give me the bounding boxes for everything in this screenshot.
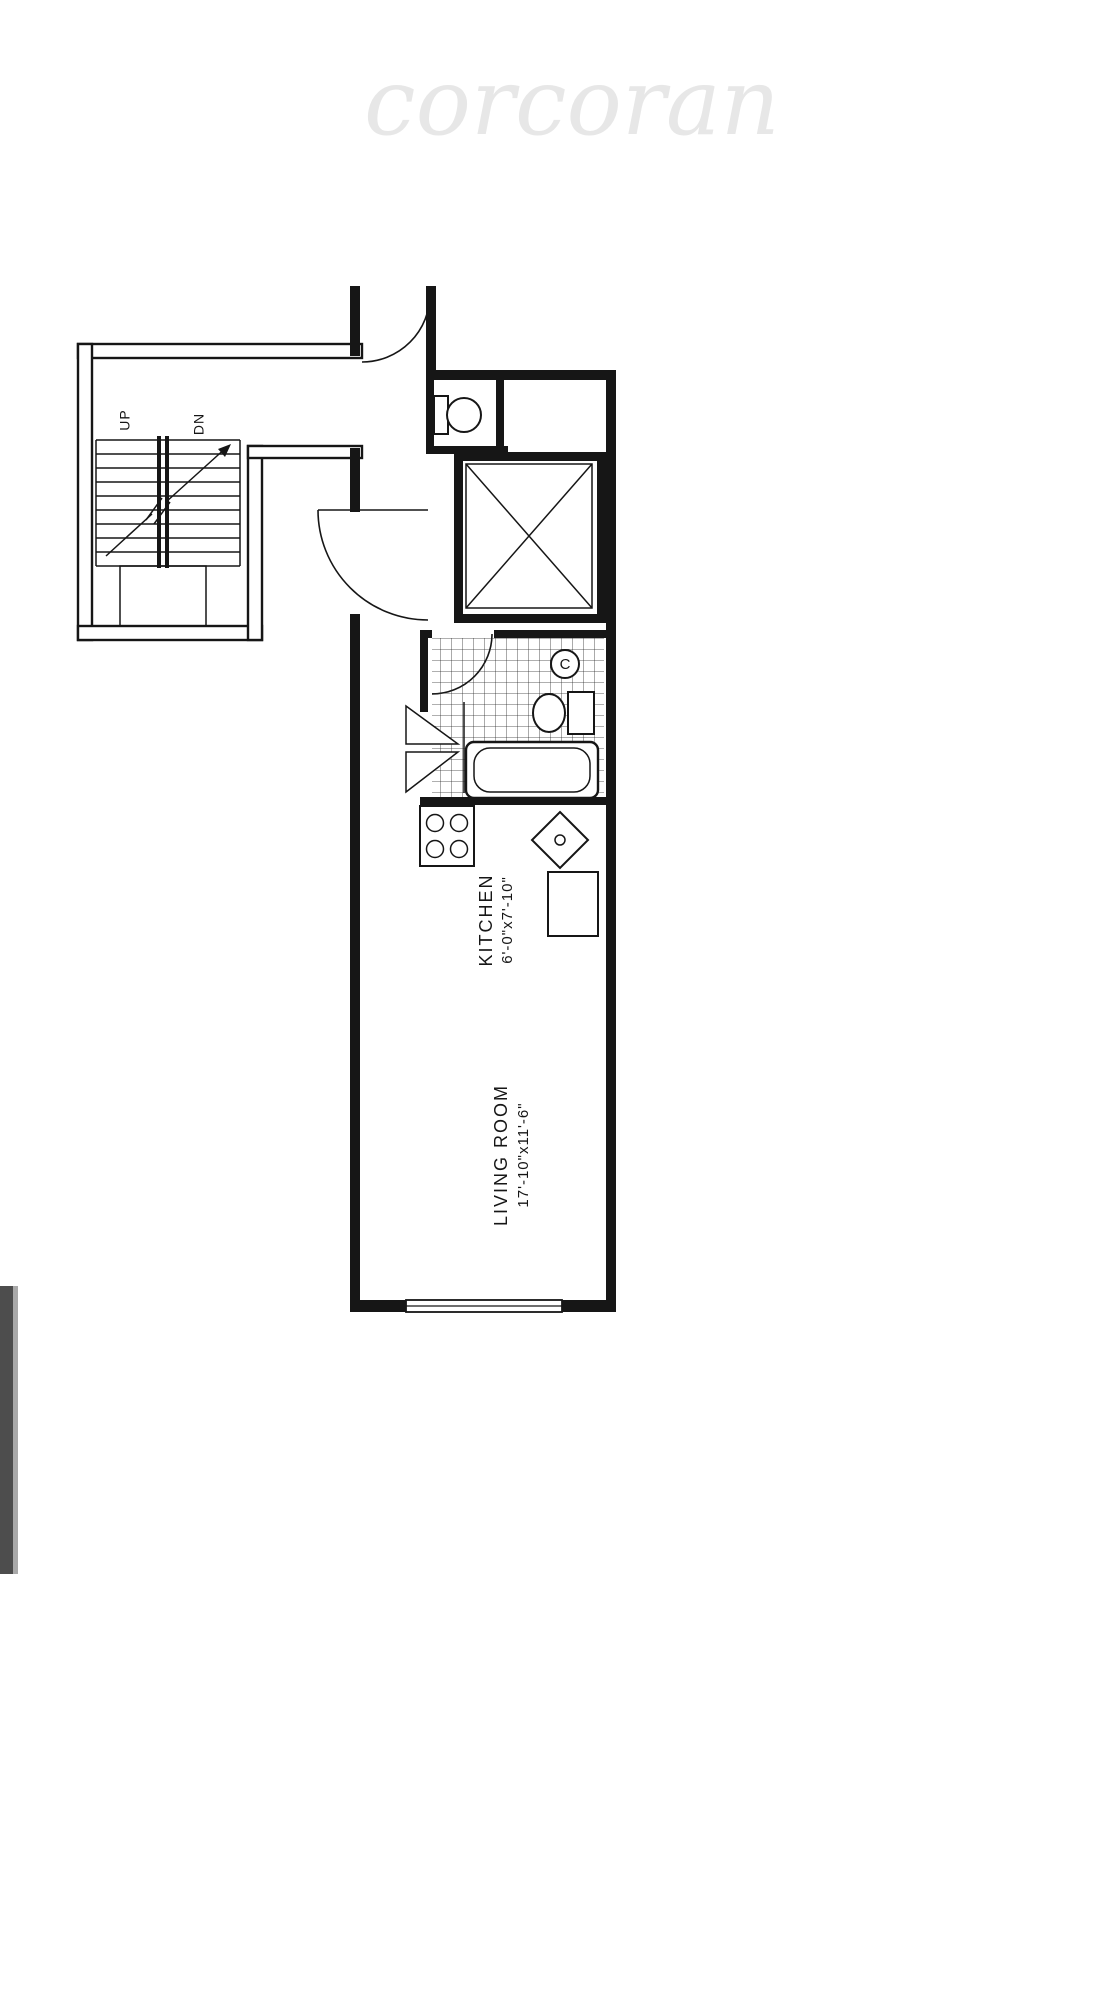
- kitchen-dimensions-label: 6'-0"x7'-10": [499, 876, 516, 964]
- page-edge-strip: [0, 1286, 18, 1574]
- stair-top-wall: [76, 342, 364, 360]
- wc-bottom-wall: [426, 446, 508, 454]
- brand-watermark: corcoran: [364, 49, 780, 156]
- stair-left-wall: [76, 342, 94, 642]
- elevator-top-wall: [454, 452, 606, 461]
- corridor-door-arc: [317, 509, 429, 621]
- stair-landing: [119, 565, 207, 627]
- living-room-dimensions-label: 17'-10"x11'-6": [515, 1102, 532, 1207]
- closet-door-1: [405, 704, 461, 745]
- burner-4: [449, 839, 469, 859]
- bath-bottom-wall: [420, 797, 606, 805]
- elevator-x-line-2: [465, 463, 593, 609]
- cabinet-label: C: [560, 656, 571, 673]
- bath-toilet-bowl: [532, 693, 566, 733]
- edge-strip-light: [13, 1286, 18, 1574]
- elevator-left-wall: [454, 452, 463, 623]
- bath-toilet-tank: [567, 691, 595, 735]
- living-left-wall: [350, 614, 360, 1312]
- wc-toilet-tank: [433, 395, 449, 435]
- wc-room: [433, 395, 482, 435]
- bottom-wall-left: [350, 1300, 408, 1312]
- wc-toilet-bowl: [446, 397, 482, 433]
- stair-bottom-wall: [76, 624, 264, 642]
- stove: [419, 805, 475, 867]
- elevator-bottom-wall: [454, 614, 606, 623]
- elevator: [465, 463, 593, 609]
- burner-2: [449, 813, 469, 833]
- entry-door-arc: [361, 293, 431, 363]
- living-room-name-label: LIVING ROOM: [491, 1084, 511, 1226]
- bath-left-wall: [420, 630, 428, 712]
- kitchen-name-label: KITCHEN: [476, 873, 496, 966]
- bathtub-inner: [473, 747, 591, 793]
- burner-1: [425, 813, 445, 833]
- corridor-left-wall: [350, 448, 360, 512]
- elevator-right-wall: [597, 452, 606, 623]
- entry-left-wall: [350, 286, 360, 356]
- entry-right-wall: [426, 286, 436, 380]
- sink-drain: [554, 834, 566, 846]
- right-outer-wall: [606, 370, 616, 1312]
- arrowhead: [218, 444, 231, 457]
- wc-right-wall: [496, 370, 504, 454]
- living-room: LIVING ROOM 17'-10"x11'-6": [491, 1084, 532, 1226]
- kitchen: KITCHEN 6'-0"x7'-10": [419, 805, 599, 967]
- lobby-wall: [246, 444, 364, 460]
- refrigerator: [547, 871, 599, 937]
- closet-door-2: [405, 751, 461, 794]
- top-right-wall: [426, 370, 616, 380]
- stair-direction-arrow: [105, 444, 231, 557]
- burner-3: [425, 839, 445, 859]
- stairs-up-label: UP: [117, 409, 133, 430]
- bottom-wall-right: [560, 1300, 616, 1312]
- bathroom: C: [405, 638, 604, 800]
- cabinet-circle: [550, 649, 580, 679]
- stairs-down-label: DN: [191, 413, 207, 435]
- edge-strip-dark: [0, 1286, 13, 1574]
- bath-top-wall: [494, 630, 606, 638]
- living-room-window: [405, 1299, 563, 1313]
- stair-right-wall: [246, 444, 264, 642]
- bathtub-outer: [464, 740, 600, 800]
- staircase: UP DN: [95, 409, 241, 627]
- walls: [76, 286, 616, 1312]
- wc-left-wall: [426, 370, 434, 454]
- closet: [405, 702, 465, 794]
